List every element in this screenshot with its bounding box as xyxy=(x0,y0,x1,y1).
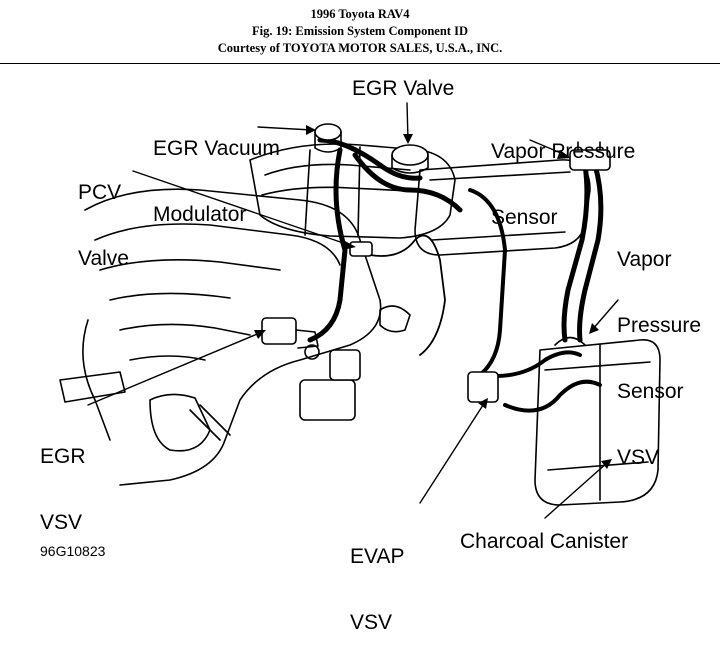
leader-egr-vacuum-modulator xyxy=(257,126,313,131)
figure-caption: Fig. 19: Emission System Component ID xyxy=(252,24,468,38)
egr-vacuum-modulator-body xyxy=(314,123,342,141)
vacuum-hose xyxy=(307,147,348,343)
leader-pcv-valve xyxy=(132,170,353,247)
label-pcv-valve: PCV Valve xyxy=(78,138,129,292)
leader-egr-vsv xyxy=(87,331,263,406)
leader-evap-vsv xyxy=(419,401,486,504)
evap-vsv-body xyxy=(467,371,499,403)
label-egr-vacuum-modulator-line-1: EGR Vacuum xyxy=(153,137,280,160)
label-pcv-valve-line-2: Valve xyxy=(78,247,129,270)
label-evap-vsv-line-1: EVAP xyxy=(350,545,405,568)
engine-block-outline xyxy=(84,188,382,486)
label-egr-valve: EGR Valve xyxy=(352,77,455,100)
label-egr-vacuum-modulator-line-2: Modulator xyxy=(153,203,247,226)
label-vsv-line-4: VSV xyxy=(617,446,660,469)
label-vapor-pressure-sensor-vsv: Vapor Pressure Sensor VSV xyxy=(617,205,701,491)
figure-header: 1996 Toyota RAV4 Fig. 19: Emission Syste… xyxy=(0,0,720,62)
pcv-valve-body xyxy=(349,241,373,257)
figure-courtesy: Courtesy of TOYOTA MOTOR SALES, U.S.A., … xyxy=(217,41,503,55)
figure-code: 96G10823 xyxy=(40,543,106,559)
leader-charcoal-canister xyxy=(544,461,609,519)
sensor-harness xyxy=(577,162,604,343)
label-pcv-valve-line-1: PCV xyxy=(78,181,122,204)
egr-valve-body xyxy=(391,144,429,166)
label-evap-vsv: EVAP VSV xyxy=(350,502,404,656)
label-vsv-line-3: Sensor xyxy=(617,380,684,403)
label-egr-vsv-line-1: EGR xyxy=(40,445,86,468)
label-vapor-pressure-sensor-line-2: Sensor xyxy=(491,206,558,229)
label-egr-vacuum-modulator: EGR Vacuum Modulator xyxy=(153,94,280,248)
leader-egr-valve xyxy=(406,102,409,141)
figure-title: 1996 Toyota RAV4 xyxy=(310,7,410,21)
label-vsv-line-2: Pressure xyxy=(617,314,702,337)
label-evap-vsv-line-2: VSV xyxy=(350,611,393,634)
label-vapor-pressure-sensor-line-1: Vapor Pressure xyxy=(491,140,636,163)
engine-compartment-drawing xyxy=(59,102,661,519)
egr-vsv-body xyxy=(261,317,297,345)
leader-vsv xyxy=(591,299,619,331)
label-charcoal-canister: Charcoal Canister xyxy=(460,530,629,553)
label-egr-vsv-line-2: VSV xyxy=(40,511,83,534)
intake-manifold-outline xyxy=(249,143,456,239)
label-vsv-line-1: Vapor xyxy=(617,248,672,271)
vapor-pressure-sensor-body xyxy=(569,149,611,171)
label-vapor-pressure-sensor: Vapor Pressure Sensor xyxy=(491,97,635,251)
charcoal-canister-body xyxy=(534,339,661,506)
label-egr-vsv: EGR VSV xyxy=(40,402,86,556)
header-divider xyxy=(0,63,720,64)
